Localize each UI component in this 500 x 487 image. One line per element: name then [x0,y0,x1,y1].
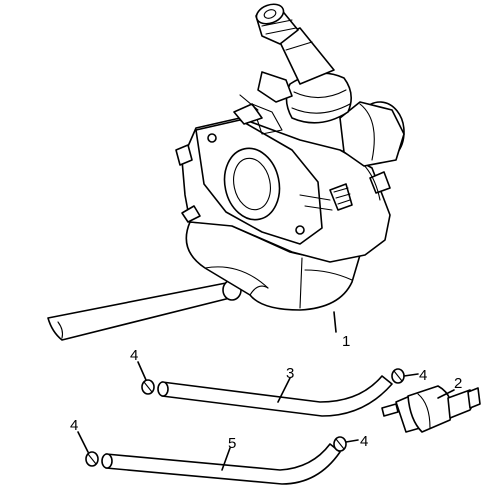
clamp-left-lower [85,451,99,467]
callout-4-left-lower-label: 4 [70,417,78,434]
clamp-right-lower [333,436,347,452]
callout-2-label: 2 [454,375,462,392]
callout-1-label: 1 [342,333,350,350]
callout-4-right-upper-label: 4 [419,367,427,384]
clamp-left-lower-leader [77,431,89,453]
clamp-right-lower-leader [345,439,359,443]
carburetor-body [175,117,391,263]
callout-4-right-lower-label: 4 [360,433,368,450]
hose-upper-leader-line [277,377,291,403]
carburetor-assembly [47,3,405,341]
filter-leader-line [437,389,455,399]
hose-lower [101,443,341,485]
callout-4-left-upper-label: 4 [130,347,138,364]
callout-5-label: 5 [228,435,236,452]
hose-lower-leader-line [221,447,231,471]
clamp-right-upper [391,368,405,384]
hose-upper [157,375,393,417]
choke-lever [233,71,293,135]
clamp-left-upper-leader [137,361,147,381]
drain-tube [47,279,242,341]
clamp-right-upper-leader [403,373,419,377]
slide-chamber [339,101,405,167]
callout-3-label: 3 [286,365,294,382]
fuel-filter [381,385,481,433]
throttle-top [255,3,352,124]
clamp-left-upper [141,379,155,395]
carburetor-leader-line [333,311,337,333]
